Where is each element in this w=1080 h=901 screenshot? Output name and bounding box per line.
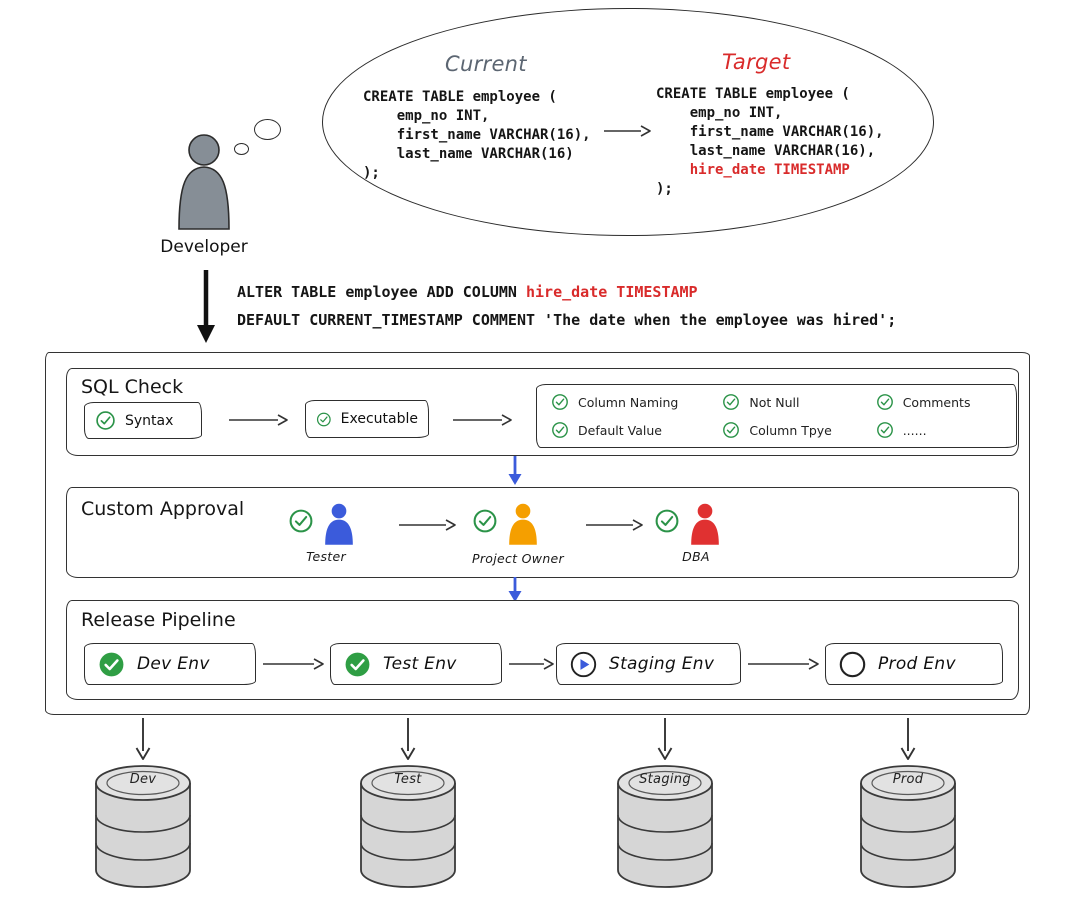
syntax-to-executable-arrow-icon: [229, 414, 288, 426]
alter-sql-line1: ALTER TABLE employee ADD COLUMN hire_dat…: [237, 283, 698, 301]
prod-db-arrow-icon: [900, 718, 916, 760]
check-icon: [655, 509, 679, 533]
project-owner-person-icon: [509, 503, 537, 545]
checklist-item-column-naming: Column Naming: [551, 393, 722, 411]
executable-label: Executable: [340, 411, 418, 427]
tester-person-icon: [325, 503, 353, 545]
database-icon: [95, 765, 191, 888]
check-icon: [289, 509, 313, 533]
test-to-staging-arrow-icon: [509, 658, 554, 670]
rule-checklist-box: Column Naming Not Null Comments Default …: [536, 384, 1017, 448]
approval-to-pipeline-arrow-icon: [508, 577, 522, 602]
stage-staging-env: Staging Env: [556, 643, 741, 685]
check-icon: [96, 411, 115, 430]
staging-db-arrow-icon: [657, 718, 673, 760]
database-test: Test: [353, 755, 463, 893]
sqlcheck-to-approval-arrow-icon: [508, 456, 522, 485]
checklist-item-more: ......: [876, 421, 1002, 439]
developer-down-arrow-icon: [197, 270, 215, 343]
database-test-label: Test: [394, 772, 422, 787]
check-icon: [723, 394, 740, 410]
custom-approval-section: [66, 487, 1019, 578]
test-db-arrow-icon: [400, 718, 416, 760]
checklist-item-column-type: Column Tpye: [722, 421, 875, 439]
target-title: Target: [722, 50, 791, 74]
dba-label: DBA: [682, 549, 710, 564]
thought-trail-small-icon: [234, 143, 249, 155]
database-icon: [860, 765, 956, 888]
staging-to-prod-arrow-icon: [748, 658, 819, 670]
thought-trail-large-icon: [254, 119, 281, 140]
current-to-target-arrow-icon: [604, 125, 651, 137]
approver-tester: [288, 502, 358, 546]
developer-label: Developer: [160, 237, 248, 257]
alter-sql-line2: DEFAULT CURRENT_TIMESTAMP COMMENT 'The d…: [237, 311, 897, 329]
dev-to-test-arrow-icon: [263, 658, 324, 670]
current-code: CREATE TABLE employee ( emp_no INT, firs…: [363, 89, 591, 181]
executable-check-box: Executable: [305, 400, 429, 438]
database-dev-label: Dev: [129, 772, 157, 787]
stage-dev-env: Dev Env: [84, 643, 256, 685]
syntax-check-box: Syntax: [84, 402, 202, 439]
project-owner-label: Project Owner: [472, 551, 564, 566]
developer-icon: [178, 134, 230, 230]
checklist-item-comments: Comments: [876, 393, 1002, 411]
alter-sql-highlight: hire_date TIMESTAMP: [525, 283, 698, 301]
check-filled-icon: [99, 652, 124, 676]
check-filled-icon: [345, 652, 370, 676]
executable-to-checklist-arrow-icon: [453, 414, 512, 426]
tester-label: Tester: [306, 549, 346, 564]
check-icon: [316, 412, 331, 426]
database-staging: Staging: [610, 755, 720, 893]
tester-to-owner-arrow-icon: [399, 519, 456, 531]
checklist-item-default-value: Default Value: [551, 421, 722, 439]
custom-approval-title: Custom Approval: [81, 498, 245, 520]
current-title: Current: [445, 52, 527, 76]
database-icon: [617, 765, 713, 888]
check-icon: [723, 422, 740, 438]
check-icon: [552, 394, 568, 410]
syntax-label: Syntax: [125, 412, 174, 429]
approver-project-owner: [472, 502, 542, 546]
approver-dba: [654, 502, 724, 546]
target-code: CREATE TABLE employee ( emp_no INT, firs…: [656, 86, 884, 197]
database-prod-label: Prod: [892, 772, 924, 787]
database-dev: Dev: [88, 755, 198, 893]
stage-test-env: Test Env: [330, 643, 502, 685]
check-icon: [473, 509, 497, 533]
alter-sql-statement: ALTER TABLE employee ADD COLUMN hire_dat…: [237, 278, 896, 334]
check-icon: [552, 422, 568, 438]
database-staging-label: Staging: [639, 772, 691, 787]
release-pipeline-title: Release Pipeline: [81, 609, 236, 631]
check-icon: [876, 394, 893, 410]
dba-person-icon: [691, 503, 719, 545]
stage-prod-env: Prod Env: [825, 643, 1003, 685]
target-code-highlight: hire_date TIMESTAMP: [656, 162, 850, 178]
owner-to-dba-arrow-icon: [586, 519, 643, 531]
database-prod: Prod: [853, 755, 963, 893]
play-icon: [570, 651, 597, 677]
sql-check-title: SQL Check: [81, 376, 184, 398]
database-icon: [360, 765, 456, 888]
checklist-item-not-null: Not Null: [722, 393, 875, 411]
dev-db-arrow-icon: [135, 718, 151, 760]
thought-bubble: [322, 8, 934, 236]
check-icon: [876, 422, 893, 438]
pending-circle-icon: [839, 651, 866, 677]
